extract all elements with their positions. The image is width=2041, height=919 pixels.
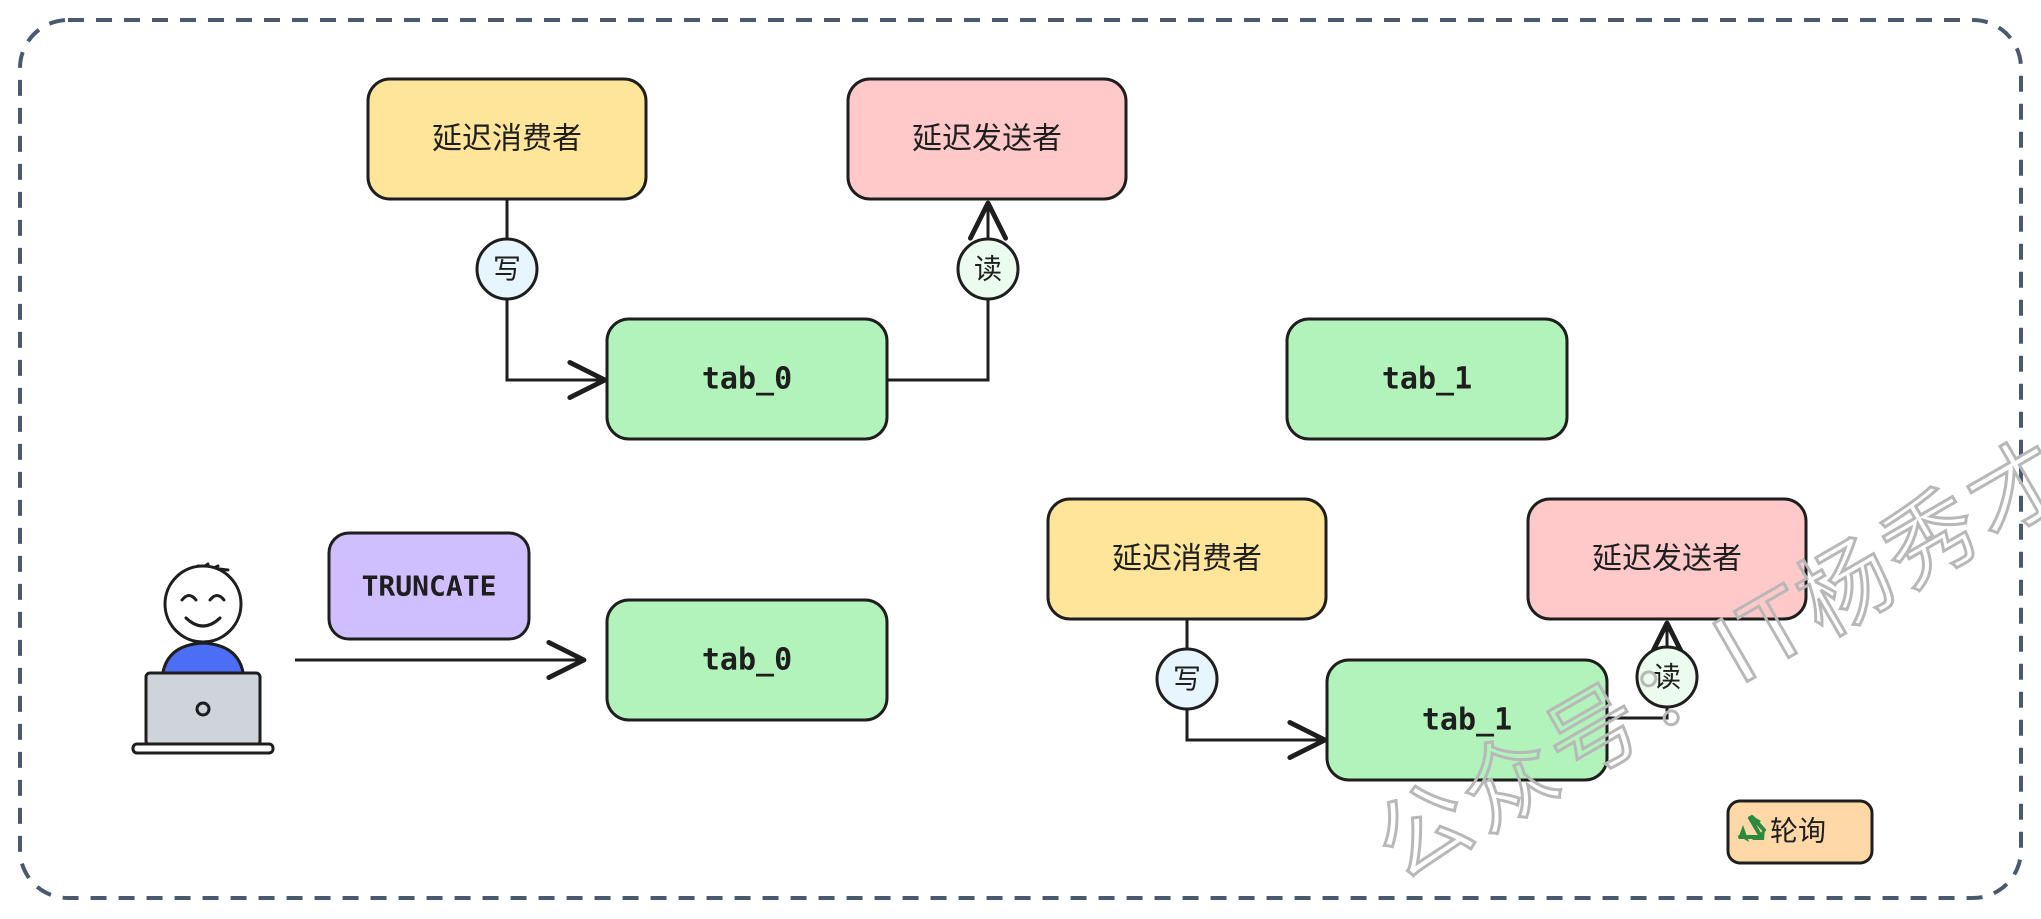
bottom-group: 延迟消费者 延迟发送者 tab_1 写 读 <box>1046 497 1808 782</box>
truncate-command-box <box>327 531 531 641</box>
person-at-laptop-icon <box>131 562 275 755</box>
standby-table-box <box>1285 317 1569 441</box>
bottom-sender-box <box>1526 497 1808 621</box>
bottom-write-badge <box>1155 647 1219 711</box>
top-consumer-box <box>366 77 648 201</box>
truncate-group: TRUNCATE tab_0 <box>131 531 889 755</box>
top-read-label: 读 <box>974 253 1002 286</box>
top-sender-label: 延迟发送者 <box>912 122 1062 157</box>
truncate-command-label: TRUNCATE <box>362 570 497 603</box>
poll-badge: 轮询 <box>1726 799 1874 865</box>
top-write-label: 写 <box>493 253 521 286</box>
bottom-table-box <box>1325 658 1609 782</box>
top-write-badge <box>475 237 539 301</box>
poll-badge-label: 轮询 <box>1770 815 1826 848</box>
bottom-consumer-box <box>1046 497 1328 621</box>
top-read-badge <box>956 237 1020 301</box>
truncated-table-box <box>605 598 889 722</box>
poll-badge-box <box>1726 799 1874 865</box>
bottom-consumer-label: 延迟消费者 <box>1112 542 1262 577</box>
truncated-table-label: tab_0 <box>702 643 792 678</box>
top-table-label: tab_0 <box>702 362 792 397</box>
standby-table-label: tab_1 <box>1382 362 1472 397</box>
bottom-sender-label: 延迟发送者 <box>1592 542 1742 577</box>
diagram-frame <box>18 18 2023 900</box>
bottom-write-label: 写 <box>1173 663 1201 696</box>
bottom-read-label: 读 <box>1653 661 1681 694</box>
bottom-table-label: tab_1 <box>1422 703 1512 738</box>
top-sender-box <box>846 77 1128 201</box>
recycle-icon <box>1738 815 1766 842</box>
top-consumer-label: 延迟消费者 <box>432 122 582 157</box>
top-group: 延迟消费者 延迟发送者 写 读 tab_0 <box>366 77 1128 441</box>
top-table-box <box>605 317 889 441</box>
standby-table: tab_1 <box>1285 317 1569 441</box>
bottom-read-badge <box>1635 645 1699 709</box>
